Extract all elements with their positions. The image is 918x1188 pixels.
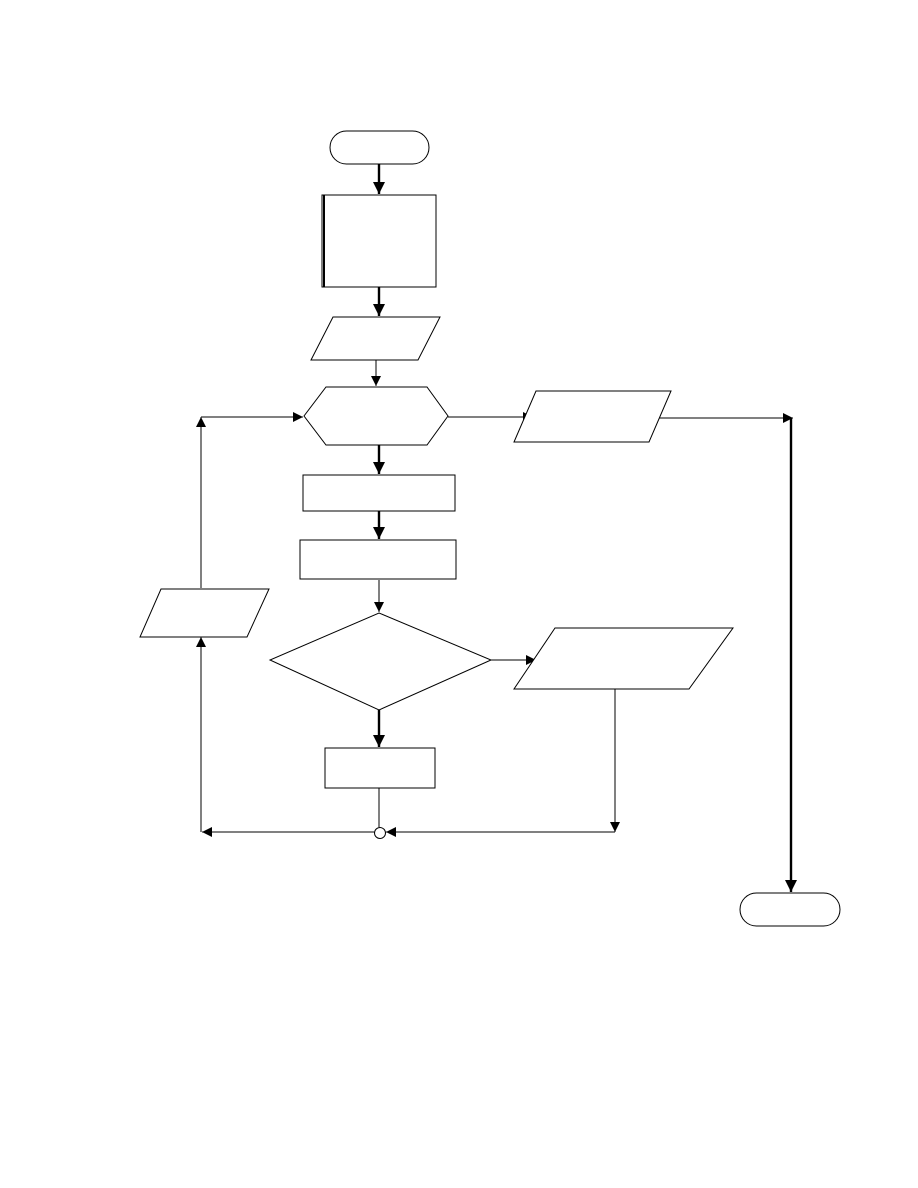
process-box-3 [299, 539, 457, 580]
output-parallelogram-branch [513, 627, 734, 690]
process-box-2 [302, 474, 456, 512]
start-terminator [329, 130, 430, 165]
loop-preparation-hexagon [303, 386, 449, 446]
process-box-1 [321, 194, 437, 288]
nodes [139, 130, 841, 927]
input-parallelogram-loop [139, 588, 270, 638]
end-terminator [739, 892, 841, 927]
process-box-4 [324, 747, 436, 789]
decision-diamond [268, 612, 493, 711]
connector-circle [374, 827, 386, 839]
output-parallelogram-exit [513, 390, 672, 443]
input-parallelogram-1 [310, 316, 441, 361]
edges [196, 164, 797, 892]
